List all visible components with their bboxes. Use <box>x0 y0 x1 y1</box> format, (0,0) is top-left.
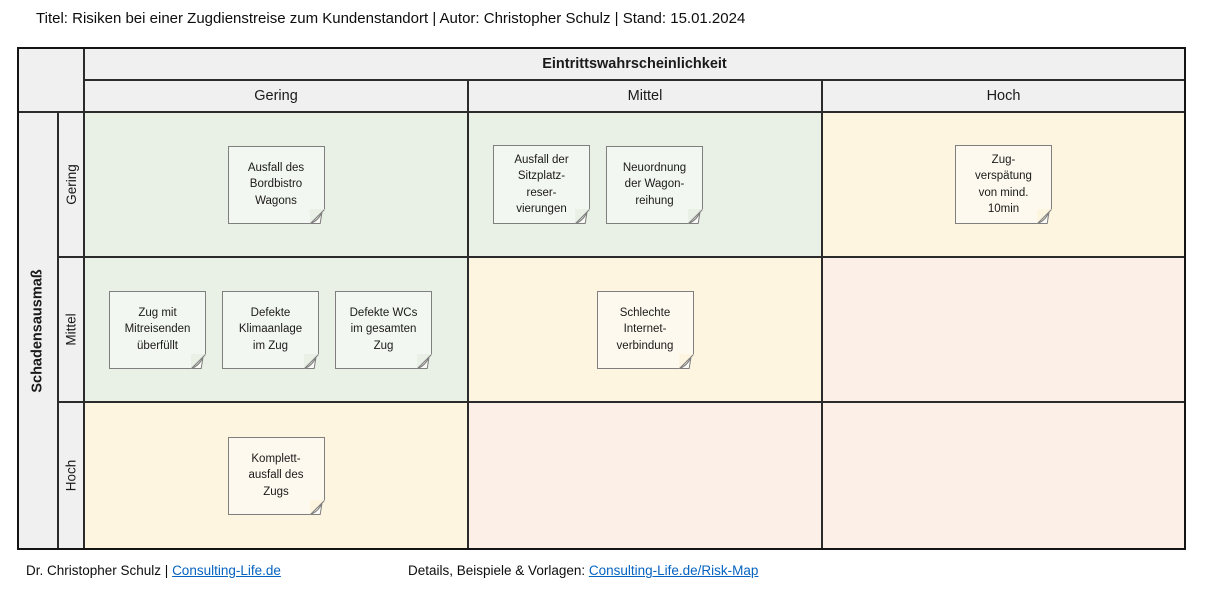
risk-matrix-table: Eintrittswahrscheinlichkeit Gering Mitte… <box>17 47 1186 550</box>
row-header-hoch: Hoch <box>59 403 83 548</box>
corner-cell <box>19 49 83 111</box>
page-title: Titel: Risiken bei einer Zugdienstreise … <box>36 10 746 27</box>
risk-note[interactable]: Zug mit Mitreisenden überfüllt <box>109 290 206 369</box>
column-header-mittel: Mittel <box>469 81 821 111</box>
footer-author-text: Dr. Christopher Schulz | <box>26 563 173 578</box>
risk-note[interactable]: Neuordnung der Wagon- reihung <box>606 145 703 224</box>
column-axis-label: Eintrittswahrscheinlichkeit <box>85 49 1184 79</box>
folded-corner-icon <box>304 353 319 369</box>
risk-note-text: Zug mit Mitreisenden überfüllt <box>124 307 191 352</box>
risk-note-text: Ausfall des Bordbistro Wagons <box>247 162 305 207</box>
matrix-cell-gering-hoch: Zug- verspätung von mind. 10min <box>823 113 1184 256</box>
risk-note[interactable]: Schlechte Internet- verbindung <box>596 290 694 369</box>
row-header-gering: Gering <box>59 113 83 256</box>
risk-note-text: Defekte WCs im gesamten Zug <box>349 307 418 352</box>
folded-corner-icon <box>688 208 703 224</box>
matrix-cell-mittel-mittel: Schlechte Internet- verbindung <box>469 258 821 401</box>
footer-details: Details, Beispiele & Vorlagen: Consultin… <box>408 563 758 578</box>
matrix-cell-hoch-gering: Komplett- ausfall des Zugs <box>85 403 467 548</box>
footer-details-text: Details, Beispiele & Vorlagen: <box>408 563 589 578</box>
risk-note[interactable]: Defekte WCs im gesamten Zug <box>335 290 432 369</box>
risk-note[interactable]: Ausfall der Sitzplatz- reser- vierungen <box>493 144 590 225</box>
matrix-cell-gering-mittel: Ausfall der Sitzplatz- reser- vierungen N… <box>469 113 821 256</box>
folded-corner-icon <box>678 353 694 369</box>
risk-note-text: Defekte Klimaanlage im Zug <box>238 307 303 352</box>
risk-note[interactable]: Ausfall des Bordbistro Wagons <box>227 145 325 224</box>
matrix-cell-mittel-hoch <box>823 258 1184 401</box>
column-header-gering: Gering <box>85 81 467 111</box>
folded-corner-icon <box>1037 209 1052 225</box>
matrix-cell-mittel-gering: Zug mit Mitreisenden überfüllt Defekte Kl… <box>85 258 467 401</box>
risk-note-text: Ausfall der Sitzplatz- reser- vierungen <box>514 153 569 215</box>
risk-note-text: Schlechte Internet- verbindung <box>616 307 674 352</box>
matrix-cell-gering-gering: Ausfall des Bordbistro Wagons <box>85 113 467 256</box>
risk-note-text: Komplett- ausfall des Zugs <box>248 453 304 498</box>
risk-note-text: Neuordnung der Wagon- reihung <box>622 162 687 207</box>
risk-note[interactable]: Komplett- ausfall des Zugs <box>227 436 325 515</box>
folded-corner-icon <box>309 499 325 515</box>
risk-note-text: Zug- verspätung von mind. 10min <box>975 153 1032 215</box>
folded-corner-icon <box>191 353 206 369</box>
row-axis-label: Schadensausmaß <box>19 113 57 548</box>
row-header-mittel: Mittel <box>59 258 83 401</box>
matrix-cell-hoch-mittel <box>469 403 821 548</box>
risk-note[interactable]: Zug- verspätung von mind. 10min <box>955 144 1052 225</box>
matrix-cell-hoch-hoch <box>823 403 1184 548</box>
folded-corner-icon <box>575 209 590 225</box>
footer-author: Dr. Christopher Schulz | Consulting-Life… <box>26 563 281 578</box>
column-header-hoch: Hoch <box>823 81 1184 111</box>
risk-note[interactable]: Defekte Klimaanlage im Zug <box>222 290 319 369</box>
folded-corner-icon <box>417 353 432 369</box>
footer-author-link[interactable]: Consulting-Life.de <box>172 563 281 578</box>
footer-details-link[interactable]: Consulting-Life.de/Risk-Map <box>588 563 759 578</box>
folded-corner-icon <box>309 208 325 224</box>
